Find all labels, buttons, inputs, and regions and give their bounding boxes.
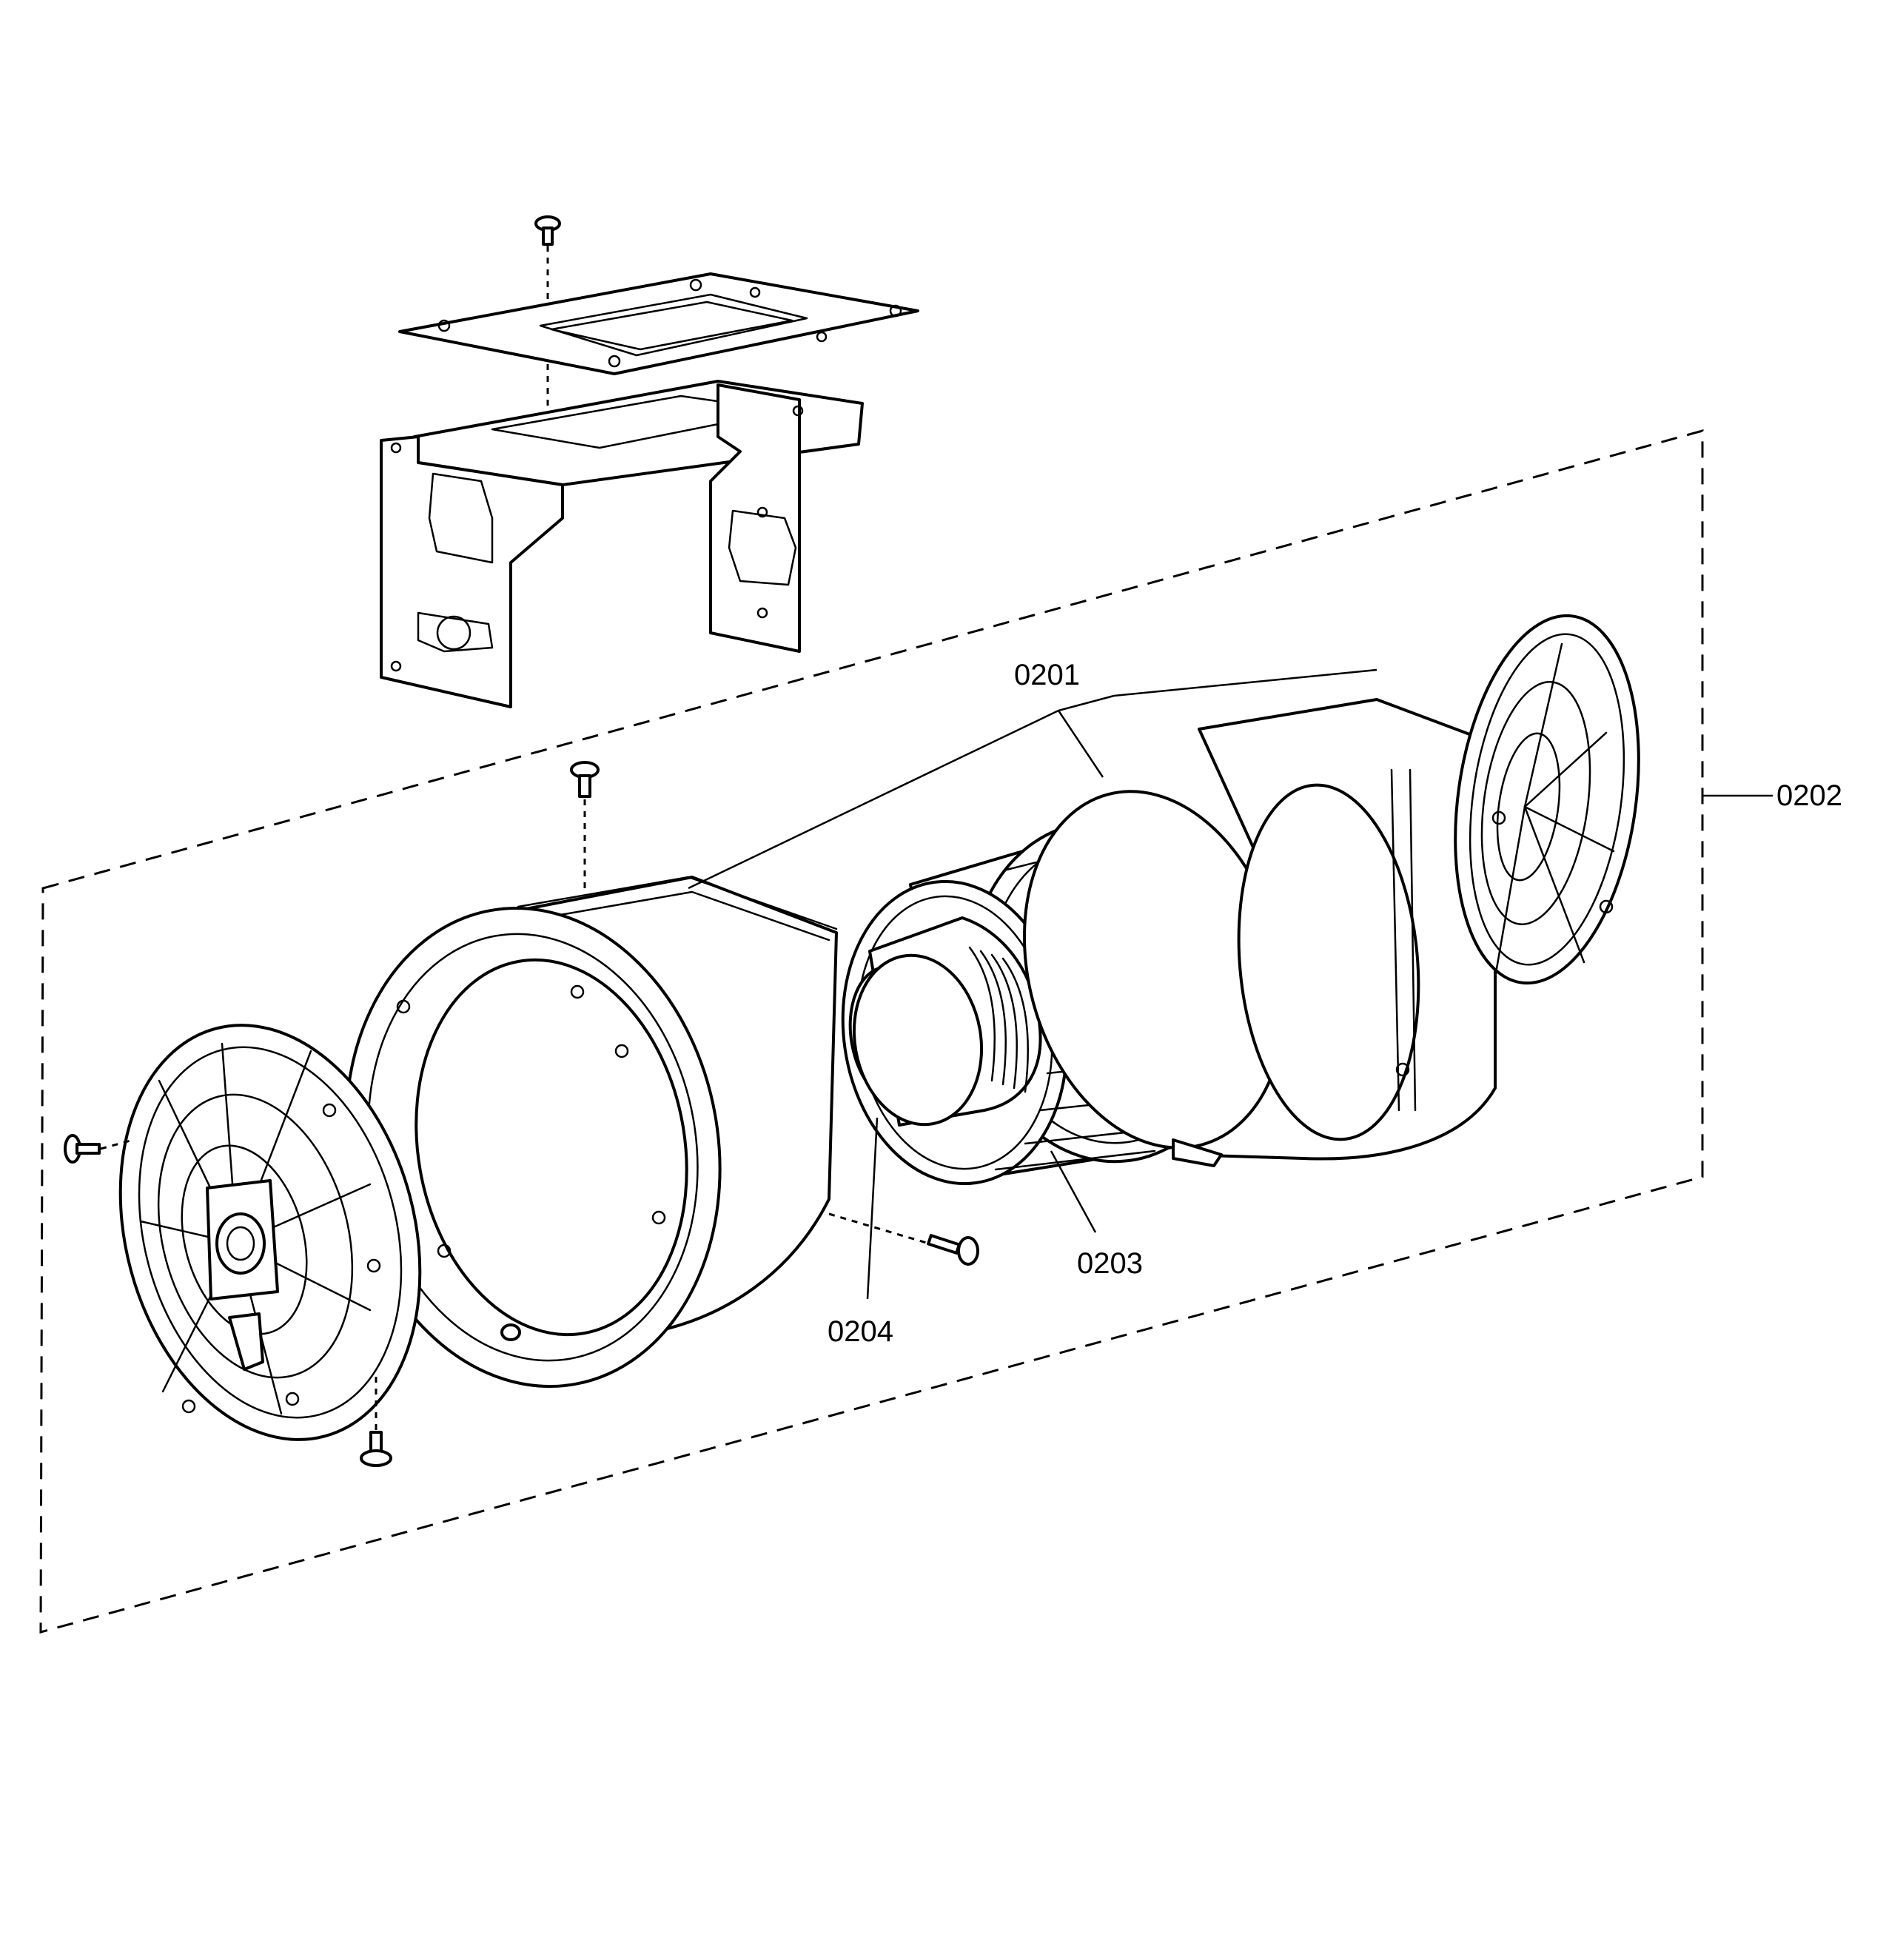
bottom-screw [360,1377,392,1467]
inlet-grille-left [118,1024,422,1441]
side-screw-left [64,1134,134,1164]
blower-housing-right [1022,698,1497,1167]
assembly-boundary [39,429,1704,1634]
callout-0203: 0203 [1077,1247,1143,1280]
blower-housing-left [344,876,838,1388]
center-screw [828,1212,979,1266]
mounting-bracket [380,380,864,708]
callout-0201: 0201 [1014,659,1080,691]
callout-0204: 0204 [828,1315,893,1348]
mounting-plate [398,272,919,375]
housing-screw [570,761,600,888]
motor [848,916,1042,1127]
leader-lines [688,668,1773,1300]
callout-0202: 0202 [1776,779,1842,812]
inlet-grille-right [1454,614,1640,985]
